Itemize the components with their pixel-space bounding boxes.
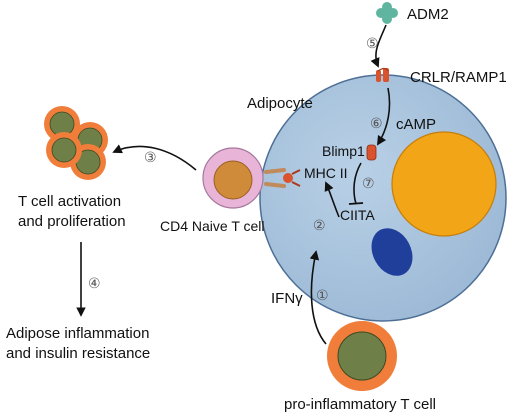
arrow-adm2-to-receptor — [370, 24, 387, 68]
activation-label-line1: T cell activation — [18, 193, 121, 210]
inhibition-blimp1-to-ciita — [353, 162, 362, 205]
ciita-label: CIITA — [340, 207, 375, 223]
adipocyte-label: Adipocyte — [247, 95, 313, 112]
pro-inflammatory-t-cell-nucleus — [337, 331, 387, 381]
step-3-marker: ③ — [144, 150, 157, 166]
arrow-naive-to-activation — [112, 144, 197, 171]
crlr-ramp1-receptor-icon — [376, 67, 389, 82]
arrow-ciita-to-mhc2 — [324, 181, 340, 218]
mhc2-label: MHC II — [304, 165, 348, 181]
inflammation-label-line1: Adipose inflammation — [6, 325, 149, 342]
inflammation-label-line2: and insulin resistance — [6, 345, 150, 362]
lipid-droplet — [391, 131, 497, 237]
activation-label-line2: and proliferation — [18, 213, 126, 230]
inhibition-bar — [348, 202, 364, 205]
ifng-label: IFNγ — [271, 290, 303, 307]
step-7-marker: ⑦ — [362, 176, 375, 192]
naive-t-cell-nucleus — [213, 160, 253, 200]
camp-label: cAMP — [396, 116, 436, 133]
arrow-ifng-to-adipocyte — [309, 250, 327, 345]
nucleus — [371, 228, 413, 276]
blimp1-protein-icon — [366, 144, 377, 161]
adm2-label: ADM2 — [407, 6, 449, 23]
pro-t-label: pro-inflammatory T cell — [284, 396, 436, 413]
step-4-marker: ④ — [88, 276, 101, 292]
blimp1-label: Blimp1 — [322, 143, 365, 159]
step-1-marker: ① — [316, 288, 329, 304]
step-2-marker: ② — [313, 218, 326, 234]
arrow-receptor-to-blimp1 — [376, 87, 391, 146]
naive-t-label: CD4 Naive T cell — [160, 218, 265, 234]
step-6-marker: ⑥ — [370, 116, 383, 132]
proliferating-t-cell-cluster — [44, 106, 108, 180]
step-5-marker: ⑤ — [366, 36, 379, 52]
adm2-ligand-icon — [376, 2, 398, 24]
tcr-mhc-synapse-icon — [264, 168, 301, 188]
receptor-label: CRLR/RAMP1 — [410, 69, 507, 86]
